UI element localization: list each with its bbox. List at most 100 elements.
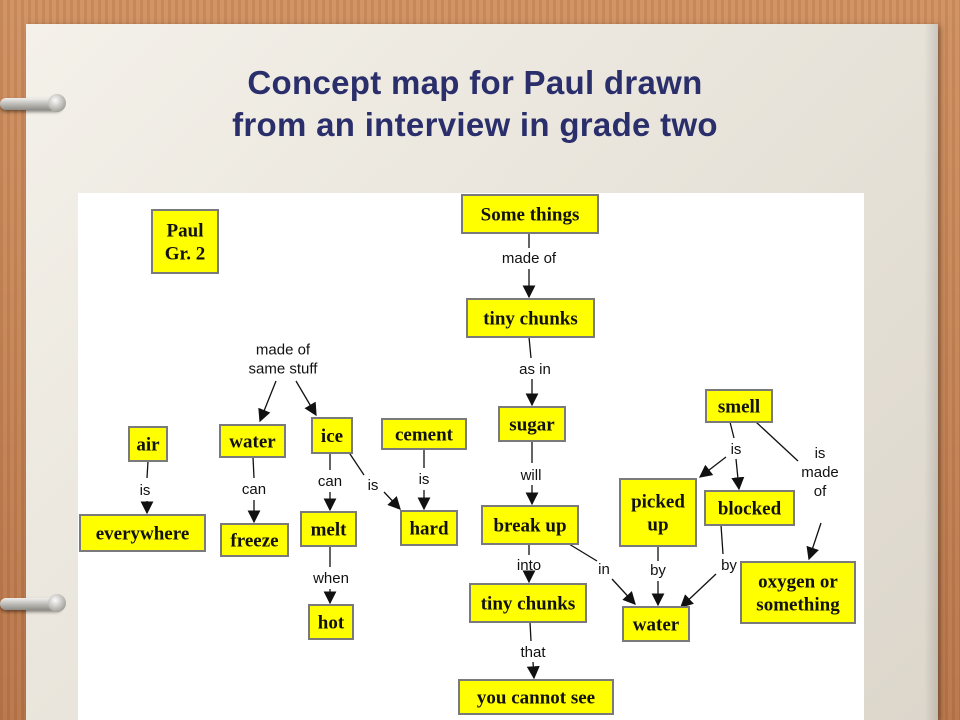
link-label-into: into (517, 557, 541, 574)
link-label-is-made-of: is (815, 445, 826, 462)
concept-node-box (219, 424, 286, 458)
connector-arrow (295, 380, 317, 417)
concept-node-box (469, 583, 587, 623)
connector-arrow (806, 522, 822, 561)
connector-arrow (383, 491, 401, 510)
concept-node-label: Gr. 2 (165, 244, 205, 265)
concept-node-everywhere: everywhere (79, 514, 206, 552)
connector-line (528, 336, 532, 359)
concept-node-cement: cement (381, 418, 467, 450)
link-label-will: will (520, 467, 542, 484)
concept-node-sugar: sugar (498, 406, 566, 442)
concept-node-box (619, 478, 697, 547)
concept-node-you-cannot-see: you cannot see (458, 679, 614, 715)
concept-node-label: tiny chunks (481, 594, 576, 615)
concept-node-label: tiny chunks (483, 309, 578, 330)
connector-arrow (680, 573, 717, 608)
concept-node-box (622, 606, 690, 642)
binder-ring-icon (0, 94, 66, 112)
concept-node-water-2: water (622, 606, 690, 642)
concept-node-label: freeze (230, 531, 278, 552)
concept-node-some-things: Some things (461, 194, 599, 234)
link-label-in: in (598, 561, 610, 578)
link-label-is-ice: is (368, 477, 379, 494)
link-label-by-1: by (650, 562, 666, 579)
concept-node-box (400, 510, 458, 546)
concept-node-box (705, 389, 773, 423)
concept-node-label: ice (321, 426, 343, 447)
link-label-is-air: is (140, 482, 151, 499)
binder-ring-icon (0, 594, 66, 612)
concept-node-box (704, 490, 795, 526)
concept-node-box (220, 523, 289, 557)
concept-node-tiny-chunks-2: tiny chunks (469, 583, 587, 623)
concept-node-box (308, 604, 354, 640)
concept-node-air: air (128, 426, 168, 462)
concept-node-tiny-chunks-1: tiny chunks (466, 298, 595, 338)
concept-node-box (311, 417, 353, 454)
connector-line (146, 460, 149, 479)
concept-node-label: smell (718, 397, 760, 418)
connector-line (347, 450, 365, 476)
paper-edge-shadow (924, 24, 938, 720)
connector-lines (140, 233, 822, 680)
concept-node-label: Some things (481, 205, 580, 226)
concept-node-label: break up (493, 516, 566, 537)
concept-node-label: something (756, 595, 840, 616)
link-label-can-ice: can (318, 473, 342, 490)
connector-arrow (258, 380, 277, 423)
concept-node-hot: hot (308, 604, 354, 640)
concept-node-label: oxygen or (758, 572, 838, 593)
concept-node-label: melt (311, 520, 348, 541)
concept-node-label: you cannot see (477, 688, 595, 709)
connector-line (755, 421, 799, 462)
link-label-is-cement: is (419, 471, 430, 488)
connector-arrow (698, 456, 727, 478)
concept-node-label: picked (631, 492, 685, 513)
concept-node-label: water (229, 432, 276, 453)
link-label-made-of-1: made of (502, 250, 557, 267)
concept-node-melt: melt (300, 511, 357, 547)
concept-node-box (498, 406, 566, 442)
concept-node-box (481, 505, 579, 545)
concept-node-label: everywhere (96, 524, 190, 545)
link-label-that: that (520, 644, 546, 661)
link-label-can-water: can (242, 481, 266, 498)
concept-node-label: hard (409, 519, 449, 540)
concept-node-smell: smell (705, 389, 773, 423)
concept-node-hard: hard (400, 510, 458, 546)
concept-node-break-up: break up (481, 505, 579, 545)
link-label-is-smell: is (731, 441, 742, 458)
connector-arrow (526, 661, 540, 680)
link-label-as-in: as in (519, 361, 551, 378)
concept-node-label: water (633, 615, 680, 636)
concept-node-box (458, 679, 614, 715)
concept-node-freeze: freeze (220, 523, 289, 557)
title-line-1: Concept map for Paul drawn (247, 64, 703, 101)
concept-node-box (461, 194, 599, 234)
concept-node-label: hot (318, 613, 345, 634)
connector-line (252, 456, 255, 479)
connector-line (529, 621, 532, 642)
concept-node-box (151, 209, 219, 274)
concept-node-label: blocked (718, 499, 782, 520)
concept-node-box (128, 426, 168, 462)
link-label-by-2: by (721, 557, 737, 574)
concept-node-label: air (136, 435, 160, 456)
concept-node-water-1: water (219, 424, 286, 458)
concept-node-label: sugar (509, 415, 555, 436)
link-label-is-made-of: made (801, 464, 839, 481)
connector-arrow (731, 458, 745, 491)
connector-line (729, 421, 735, 439)
concept-node-blocked: blocked (704, 490, 795, 526)
concept-node-box (381, 418, 467, 450)
concept-node-box (740, 561, 856, 624)
connector-line (568, 543, 598, 562)
